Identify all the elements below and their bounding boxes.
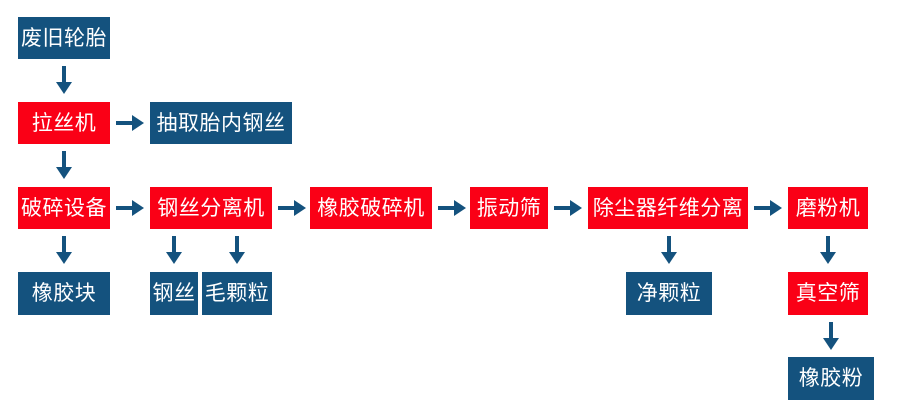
flow-arrow-down-icon bbox=[657, 234, 681, 266]
flow-arrow-down-icon bbox=[162, 234, 186, 266]
flow-arrow-right-icon bbox=[552, 193, 584, 223]
flow-node-n2: 拉丝机 bbox=[18, 102, 110, 144]
flow-node-n6: 橡胶破碎机 bbox=[310, 187, 432, 229]
flow-arrow-down-icon bbox=[52, 64, 76, 96]
flow-node-n15: 橡胶粉 bbox=[788, 357, 874, 400]
flow-node-n9: 磨粉机 bbox=[788, 187, 868, 229]
flow-arrow-down-icon bbox=[819, 320, 843, 352]
flow-node-n7: 振动筛 bbox=[470, 187, 548, 229]
flow-arrow-right-icon bbox=[752, 193, 784, 223]
flow-node-n11: 钢丝 bbox=[150, 272, 198, 315]
flow-node-n10: 橡胶块 bbox=[18, 272, 110, 315]
flow-node-n8: 除尘器纤维分离 bbox=[588, 187, 748, 229]
flow-arrow-right-icon bbox=[114, 108, 146, 138]
flow-node-n4: 破碎设备 bbox=[18, 187, 110, 229]
flow-arrow-right-icon bbox=[436, 193, 468, 223]
flow-arrow-down-icon bbox=[816, 234, 840, 266]
flow-node-n13: 净颗粒 bbox=[626, 272, 712, 315]
flow-arrow-right-icon bbox=[114, 193, 146, 223]
flow-node-n1: 废旧轮胎 bbox=[18, 17, 110, 59]
flow-arrow-down-icon bbox=[225, 234, 249, 266]
flow-arrow-down-icon bbox=[52, 149, 76, 181]
flow-node-n5: 钢丝分离机 bbox=[150, 187, 272, 229]
flow-node-n14: 真空筛 bbox=[788, 272, 868, 315]
flow-arrow-down-icon bbox=[52, 234, 76, 266]
flow-node-n3: 抽取胎内钢丝 bbox=[150, 102, 292, 144]
flow-arrow-right-icon bbox=[276, 193, 308, 223]
flow-node-n12: 毛颗粒 bbox=[202, 272, 272, 315]
